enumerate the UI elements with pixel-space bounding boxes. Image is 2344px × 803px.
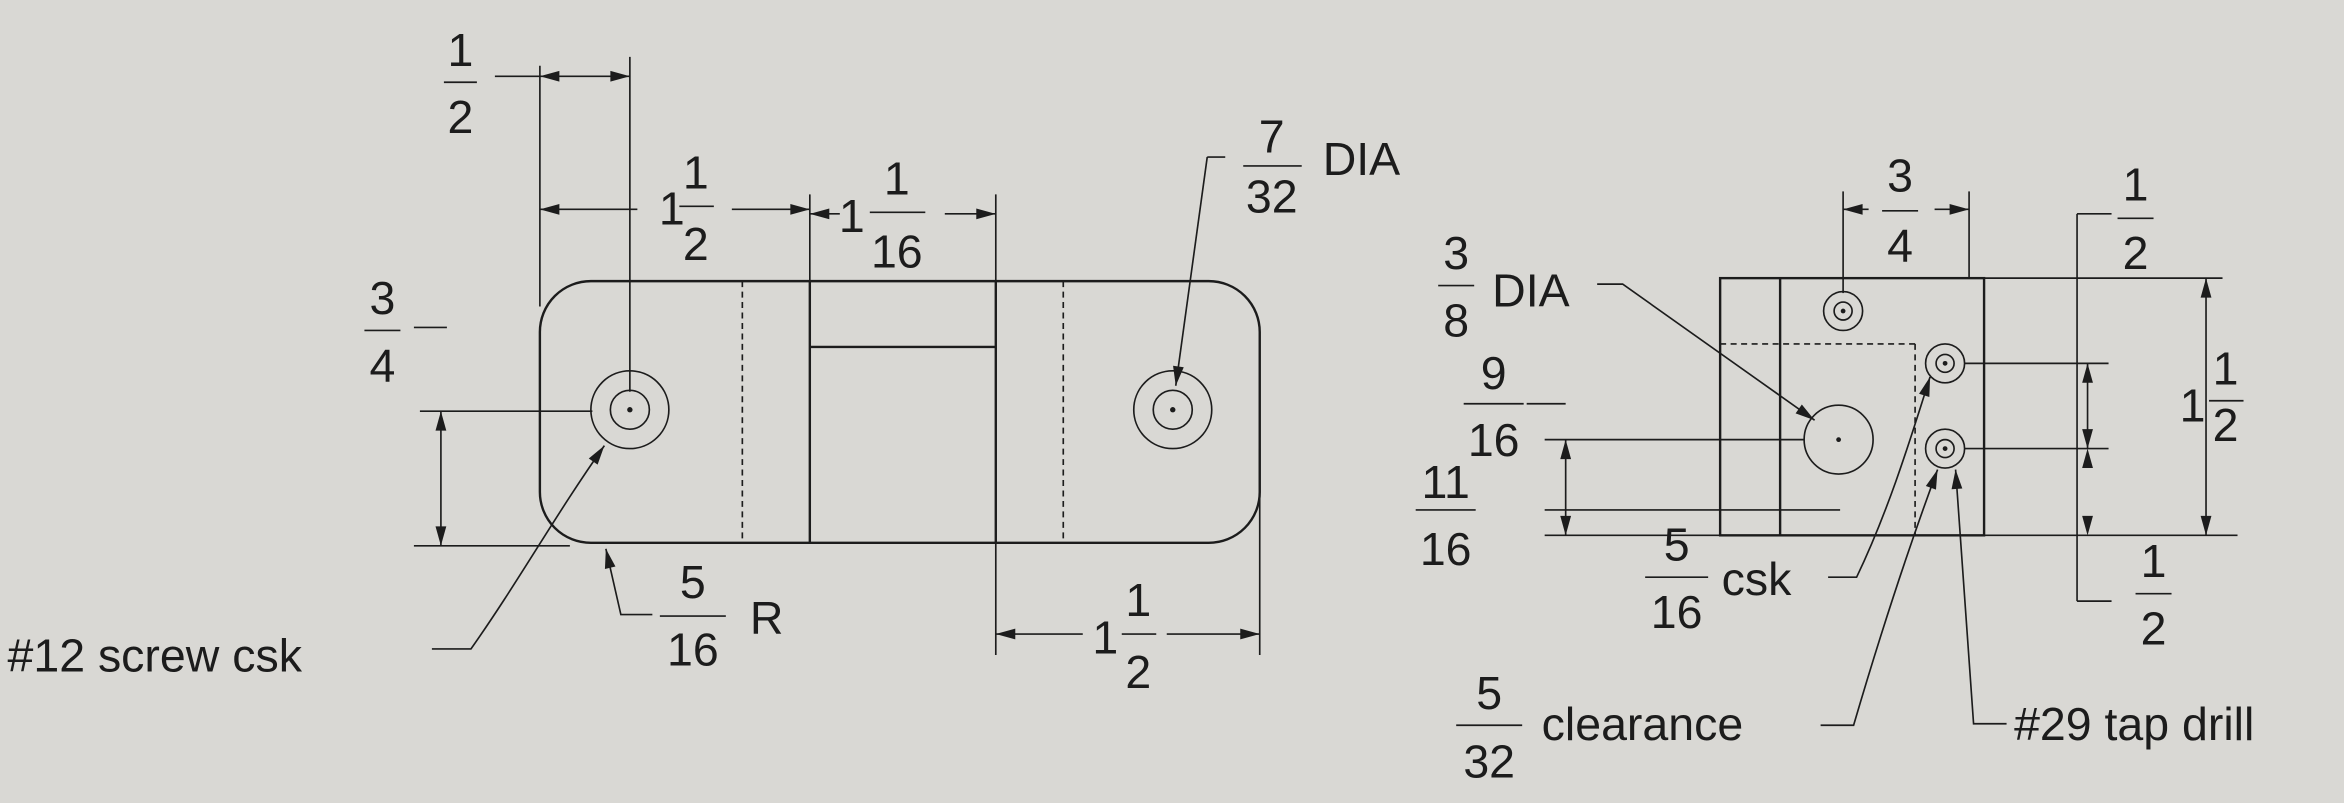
dim-hole-to-slot-den: 2	[683, 218, 709, 270]
dim-right-hole-to-edge-den: 2	[1125, 646, 1151, 698]
callout-clearance-num: 5	[1476, 667, 1502, 719]
callout-csk-num: 5	[1664, 519, 1690, 571]
dim-hole-to-slot-num: 1	[683, 146, 709, 198]
callout-right-hole-suffix: DIA	[1323, 133, 1401, 185]
dim-hole-height-den: 4	[369, 339, 395, 391]
dim-top-half-num: 1	[447, 24, 473, 76]
callout-clearance-den: 32	[1463, 736, 1515, 788]
callout-screw-label: #12 screw csk	[7, 629, 302, 681]
callout-clearance: 5 32 clearance	[1456, 467, 1943, 788]
callout-radius-suffix: R	[750, 592, 784, 644]
callout-right-hole-num: 7	[1259, 111, 1285, 163]
dim-right-hole-to-edge: 1 1 2	[995, 574, 1260, 698]
dim-side-bottom-margin-num: 1	[2141, 535, 2167, 587]
dim-top-half-den: 2	[447, 91, 473, 143]
dim-slot-width-whole: 1	[839, 190, 865, 242]
callout-radius-den: 16	[667, 623, 719, 675]
right-hole	[1132, 370, 1213, 450]
dim-side-9-16-den: 16	[1468, 414, 1520, 466]
dim-hole-height-num: 3	[369, 272, 395, 324]
dim-hole-height: 3 4	[364, 272, 447, 546]
dim-top-half: 1 2	[443, 24, 630, 143]
callout-large-hole-suffix: DIA	[1492, 265, 1570, 317]
callout-csk-suffix: csk	[1722, 553, 1793, 605]
side-large-hole	[1803, 404, 1874, 475]
dim-slot-width-num: 1	[884, 152, 910, 204]
callout-corner-radius: 5 16 R	[600, 547, 784, 675]
callout-large-hole-num: 3	[1443, 227, 1469, 279]
dim-right-hole-to-edge-whole: 1	[1092, 612, 1118, 664]
front-view-outline	[538, 279, 1261, 545]
dim-side-11-16-den: 16	[1420, 523, 1472, 575]
dim-side-top-margin-den: 2	[2123, 227, 2149, 279]
dim-side-verticals: 1 2 1 1 2 1 2	[2076, 158, 2244, 655]
callout-csk: 5 16 csk	[1645, 375, 1936, 638]
callout-large-hole-dia: 3 8 DIA	[1438, 227, 1818, 425]
dim-side-hole-spacing-num: 3	[1887, 149, 1913, 201]
callout-radius-num: 5	[680, 556, 706, 608]
dim-side-height-den: 2	[2213, 399, 2239, 451]
dim-side-11-16-num: 11	[1422, 456, 1470, 508]
dim-side-hole-center-height: 9 16 11 16	[1415, 347, 1572, 575]
callout-tap-drill-label: #29 tap drill	[2014, 698, 2254, 750]
dim-right-hole-to-edge-num: 1	[1125, 574, 1151, 626]
dim-side-9-16-num: 9	[1481, 347, 1507, 399]
side-lower-right-hole	[1924, 428, 1966, 469]
side-view-outline	[1718, 276, 1986, 537]
side-top-hole	[1822, 290, 1864, 332]
dim-side-height-whole: 1	[2180, 380, 2206, 432]
dim-side-bottom-margin-den: 2	[2141, 603, 2167, 655]
dim-slot-width-den: 16	[871, 226, 923, 278]
dim-hole-to-slot: 1 1 2	[539, 146, 810, 270]
callout-right-hole-den: 32	[1246, 170, 1298, 222]
dim-side-hole-spacing-den: 4	[1887, 220, 1913, 272]
front-view: 1 2 1 1 2 1 1 16	[7, 24, 1400, 698]
callout-right-hole-dia: 7 32 DIA	[1170, 111, 1400, 387]
callout-large-hole-den: 8	[1443, 295, 1469, 347]
callout-clearance-suffix: clearance	[1542, 698, 1744, 750]
side-view: 3 4 1 2 1 1 2 1 2	[1415, 149, 2254, 788]
dim-hole-to-slot-whole: 1	[659, 182, 685, 234]
dim-side-height-num: 1	[2213, 342, 2239, 394]
dim-side-top-margin-num: 1	[2123, 158, 2149, 210]
dim-slot-width: 1 1 16	[809, 152, 996, 278]
callout-screw-csk: #12 screw csk	[7, 442, 609, 681]
dim-side-hole-spacing: 3 4	[1843, 149, 1970, 272]
callout-csk-den: 16	[1651, 586, 1703, 638]
callout-tap-drill: #29 tap drill	[1950, 469, 2254, 750]
side-upper-right-hole	[1924, 343, 1966, 384]
